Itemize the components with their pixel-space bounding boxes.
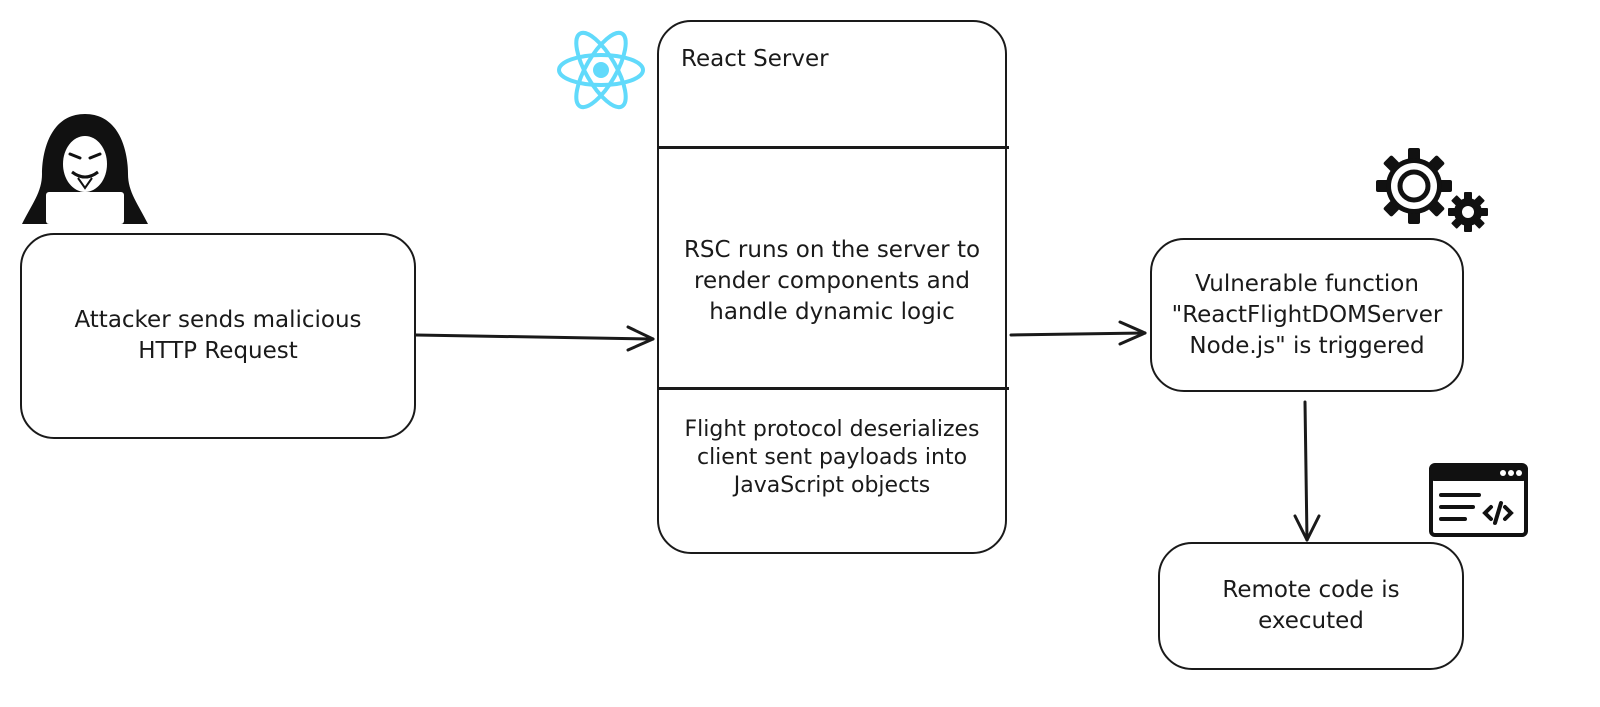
code-window-icon: [1429, 463, 1528, 537]
react-server-title: React Server: [681, 46, 829, 72]
server-divider-top: [657, 146, 1009, 149]
remote-code-executed-box: Remote code is executed: [1158, 542, 1464, 670]
gears-icon: [1376, 148, 1488, 232]
react-server-container: React Server RSC runs on the server to r…: [657, 20, 1009, 554]
hooded-hacker-icon: [22, 114, 148, 224]
arrow-vulnerable-to-rce: [1293, 400, 1321, 542]
arrow-server-to-vulnerable: [1009, 320, 1147, 346]
vulnerable-function-box: Vulnerable function "ReactFlightDOMServe…: [1150, 238, 1464, 392]
attacker-request-label: Attacker sends malicious HTTP Request: [74, 307, 362, 364]
rsc-description: RSC runs on the server to render compone…: [683, 237, 981, 325]
flight-protocol-description: Flight protocol deserializes client sent…: [684, 417, 980, 498]
server-divider-bottom: [657, 387, 1009, 390]
remote-code-executed-label: Remote code is executed: [1222, 577, 1400, 634]
react-logo-icon: [557, 30, 645, 110]
arrow-attacker-to-server: [414, 325, 655, 352]
vulnerable-function-label: Vulnerable function "ReactFlightDOMServe…: [1171, 270, 1443, 359]
